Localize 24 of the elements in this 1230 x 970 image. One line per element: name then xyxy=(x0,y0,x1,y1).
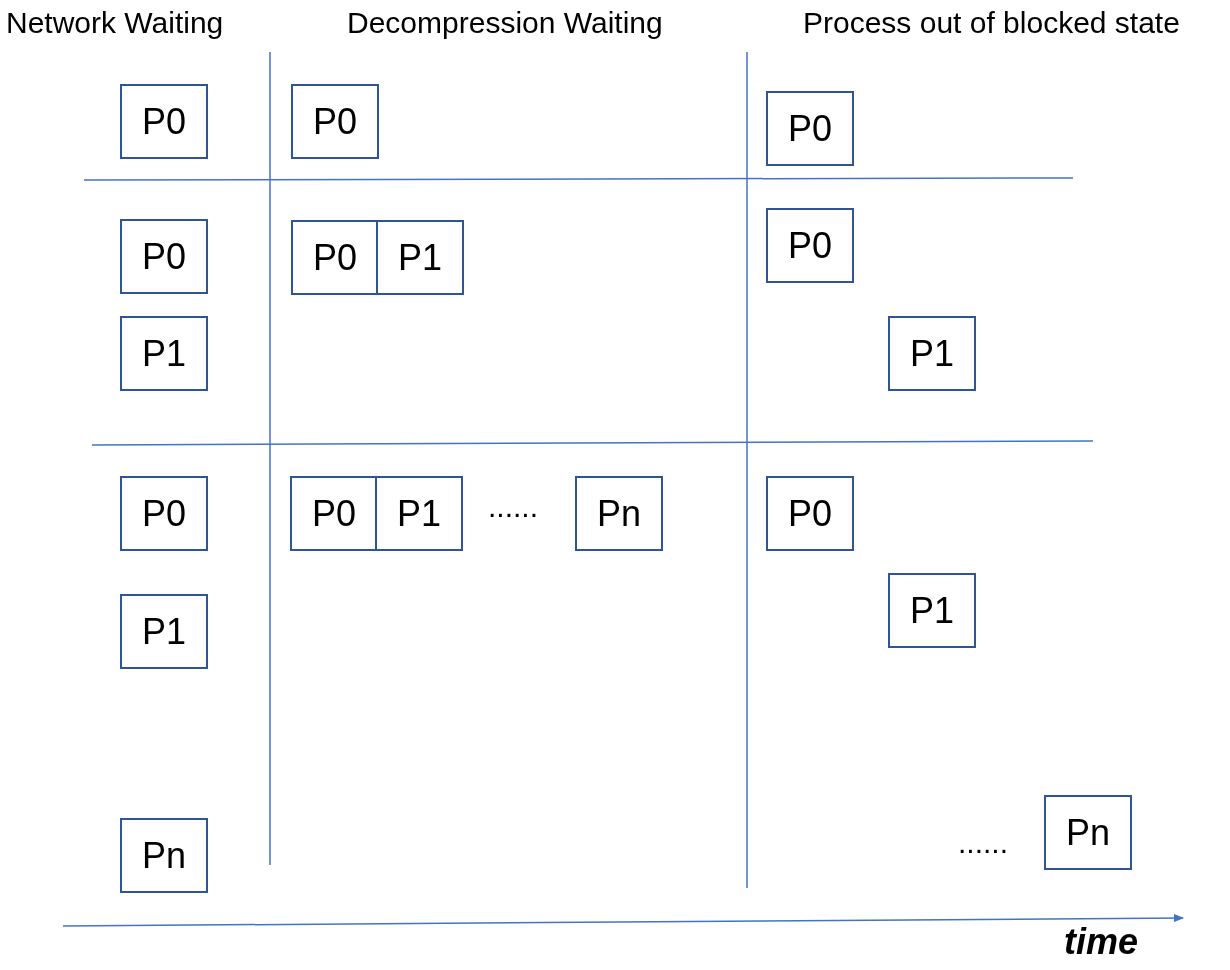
process-box: Pn xyxy=(575,476,663,551)
column-heading: Decompression Waiting xyxy=(347,6,663,39)
process-box: P0 xyxy=(766,476,854,551)
axis-label: time xyxy=(1064,922,1139,962)
process-box: P1 xyxy=(888,573,976,648)
process-box: P0 xyxy=(291,84,379,159)
ellipsis: ...... xyxy=(488,490,538,523)
process-box: P0 xyxy=(120,219,208,294)
process-box: P1 xyxy=(120,316,208,391)
process-box: P1 xyxy=(120,594,208,669)
process-box: P0 xyxy=(290,476,378,551)
process-box: P0 xyxy=(766,91,854,166)
column-heading: Process out of blocked state xyxy=(803,6,1180,39)
process-box: Pn xyxy=(1044,795,1132,870)
process-box: P0 xyxy=(120,476,208,551)
process-box: Pn xyxy=(120,818,208,893)
process-box: P0 xyxy=(766,208,854,283)
ellipsis: ...... xyxy=(958,826,1008,859)
process-box: P1 xyxy=(375,476,463,551)
process-box: P0 xyxy=(120,84,208,159)
column-heading: Network Waiting xyxy=(6,6,224,39)
process-box: P1 xyxy=(376,220,464,295)
process-box: P0 xyxy=(291,220,379,295)
process-box: P1 xyxy=(888,316,976,391)
